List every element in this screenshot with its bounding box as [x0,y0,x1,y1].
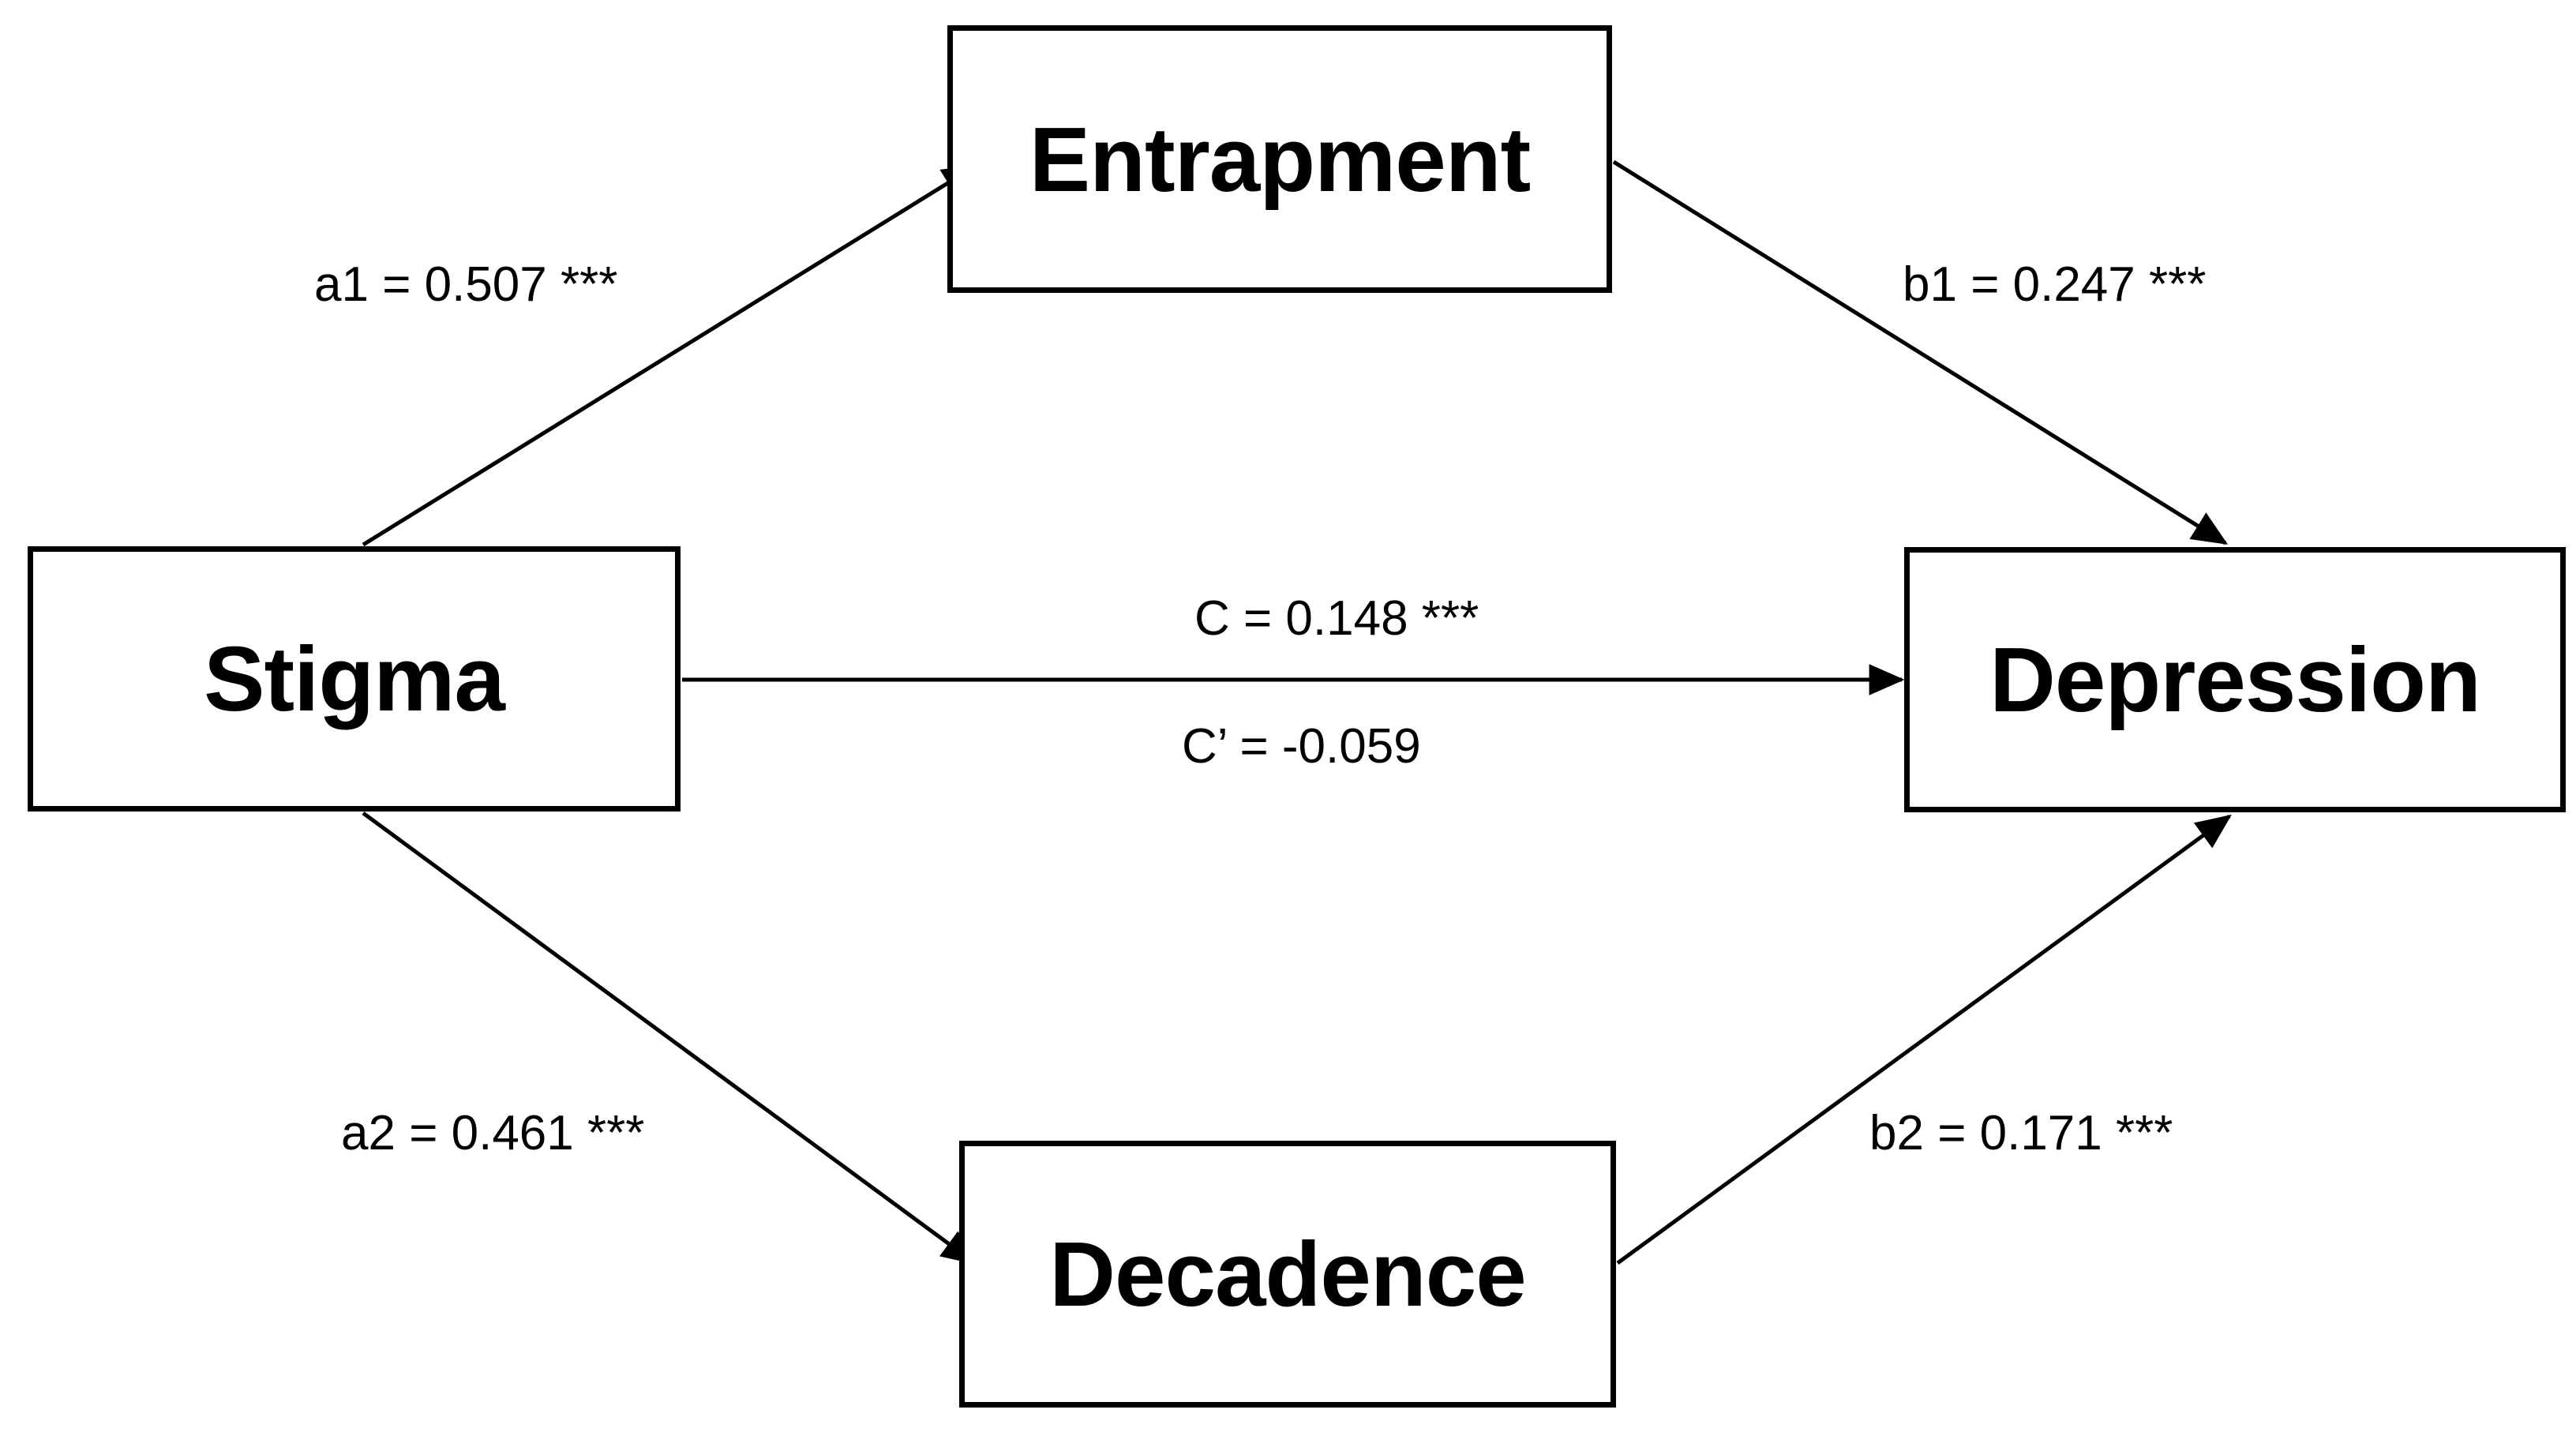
edge-label-c-prime: C’ = -0.059 [1182,719,1421,774]
edge-label-a2: a2 = 0.461 *** [341,1106,645,1160]
node-depression-label: Depression [1989,628,2481,731]
edge-a1-line [362,163,979,547]
edge-b2-line [1616,814,2232,1265]
edge-label-b2: b2 = 0.171 *** [1869,1106,2173,1160]
edge-b1-line [1612,159,2229,545]
node-entrapment-label: Entrapment [1029,107,1532,211]
node-decadence[interactable]: Decadence [959,1141,1616,1408]
node-decadence-label: Decadence [1049,1223,1527,1325]
node-stigma-label: Stigma [204,628,505,730]
edge-a2-line [362,811,977,1265]
edge-label-b1: b1 = 0.247 *** [1903,257,2207,312]
node-entrapment[interactable]: Entrapment [947,25,1612,293]
node-depression[interactable]: Depression [1904,547,2566,812]
edge-label-a1: a1 = 0.507 *** [314,257,618,312]
node-stigma[interactable]: Stigma [28,546,681,812]
edge-label-c: C = 0.148 *** [1194,591,1479,646]
